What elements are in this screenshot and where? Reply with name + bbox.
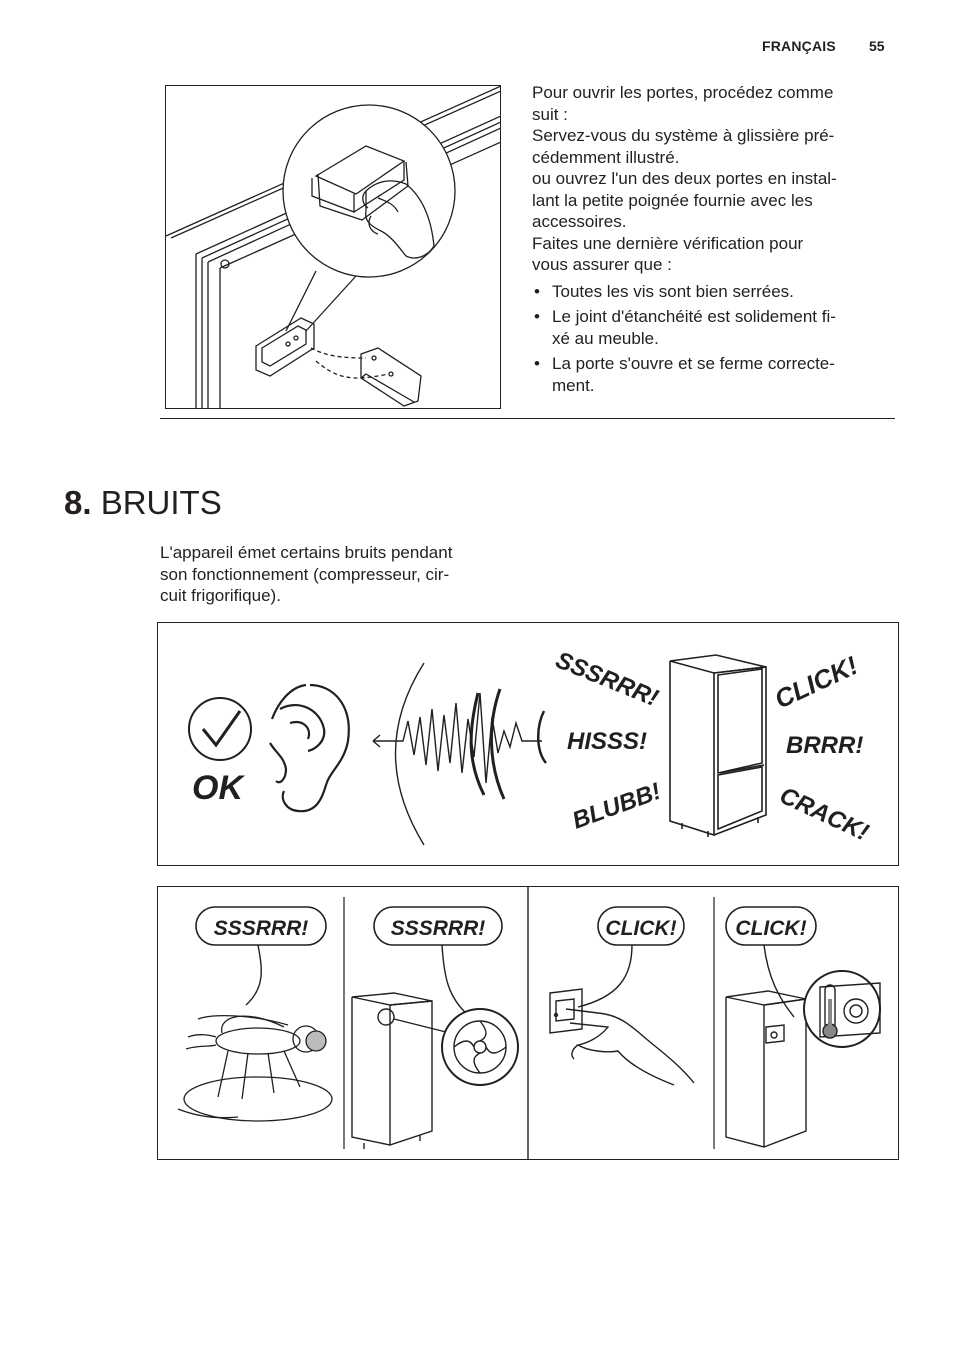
checklist-item: Le joint d'étanchéité est solidement fi-… <box>532 306 892 349</box>
instruction-line: cédemment illustré. <box>532 147 680 167</box>
section-title: 8. BRUITS <box>64 483 222 523</box>
sound-brrr: BRRR! <box>786 732 863 759</box>
handle-installation-figure <box>165 85 501 409</box>
fridge-icon <box>669 654 767 837</box>
checklist-item-text: Toutes les vis sont bien serrées. <box>552 281 794 301</box>
sound-wave-icon <box>372 662 548 846</box>
section-number: 8. <box>64 484 92 521</box>
instructions-text: Pour ouvrir les portes, procédez comme s… <box>532 82 892 400</box>
fridge-fan-icon <box>351 992 519 1149</box>
ok-label: OK <box>192 769 245 807</box>
instruction-line: Servez-vous du système à glissière pré- <box>532 126 835 145</box>
panel-thermostat: CLICK! <box>725 906 881 1148</box>
instruction-line: accessoires. <box>532 212 627 231</box>
intro-line: L'appareil émet certains bruits pendant <box>160 543 453 562</box>
section-divider <box>160 418 895 419</box>
check-icon <box>188 697 252 761</box>
instruction-line: suit : <box>532 104 568 124</box>
checklist: Toutes les vis sont bien serrées. Le joi… <box>532 281 892 397</box>
panel-fly: SSSRRR! <box>177 906 333 1122</box>
instruction-line: Pour ouvrir les portes, procédez comme <box>532 83 834 102</box>
sound-hisss: HISSS! <box>567 728 647 755</box>
instruction-line: Faites une dernière vérification pour <box>532 233 804 253</box>
sound-blubb: BLUBB! <box>569 778 665 835</box>
header-language: FRANÇAIS <box>762 38 836 54</box>
bubble-label: CLICK! <box>605 917 676 940</box>
thermostat-icon <box>725 970 881 1148</box>
section-title-text: BRUITS <box>100 484 222 521</box>
instruction-line: vous assurer que : <box>532 255 672 274</box>
checklist-item-text: xé au meuble. <box>552 328 659 348</box>
intro-line: son fonctionnement (compresseur, cir- <box>160 564 450 584</box>
panel-fan: SSSRRR! <box>351 906 519 1149</box>
checklist-item-text: La porte s'ouvre et se ferme correcte- <box>552 354 835 373</box>
bubble-label: SSSRRR! <box>391 917 486 940</box>
bubble-label: CLICK! <box>735 917 806 940</box>
instruction-line: lant la petite poignée fournie avec les <box>532 190 813 210</box>
checklist-item-text: ment. <box>552 375 595 395</box>
sound-sssrrr: SSSRRR! <box>552 647 662 712</box>
intro-line: cuit frigorifique). <box>160 586 281 605</box>
instruction-line: ou ouvrez l'un des deux portes en instal… <box>532 169 837 188</box>
sound-crack: CRACK! <box>775 782 872 846</box>
panel-switch: CLICK! <box>549 906 695 1086</box>
noise-examples-figure: SSSRRR! SSSRRR! <box>157 886 899 1160</box>
noise-overview-figure: OK SSSRRR! HISSS! BLUBB! CLICK! BRRR! CR… <box>157 622 899 866</box>
page-number: 55 <box>869 38 885 54</box>
hand-switch-icon <box>549 988 695 1086</box>
checklist-item: La porte s'ouvre et se ferme correcte- m… <box>532 353 892 396</box>
checklist-item-text: Le joint d'étanchéité est solidement fi- <box>552 307 836 326</box>
ear-icon <box>269 683 350 813</box>
bubble-label: SSSRRR! <box>214 917 309 940</box>
fly-icon <box>177 1014 333 1122</box>
section-intro: L'appareil émet certains bruits pendant … <box>160 542 510 607</box>
sound-click: CLICK! <box>770 650 863 715</box>
checklist-item: Toutes les vis sont bien serrées. <box>532 281 892 303</box>
